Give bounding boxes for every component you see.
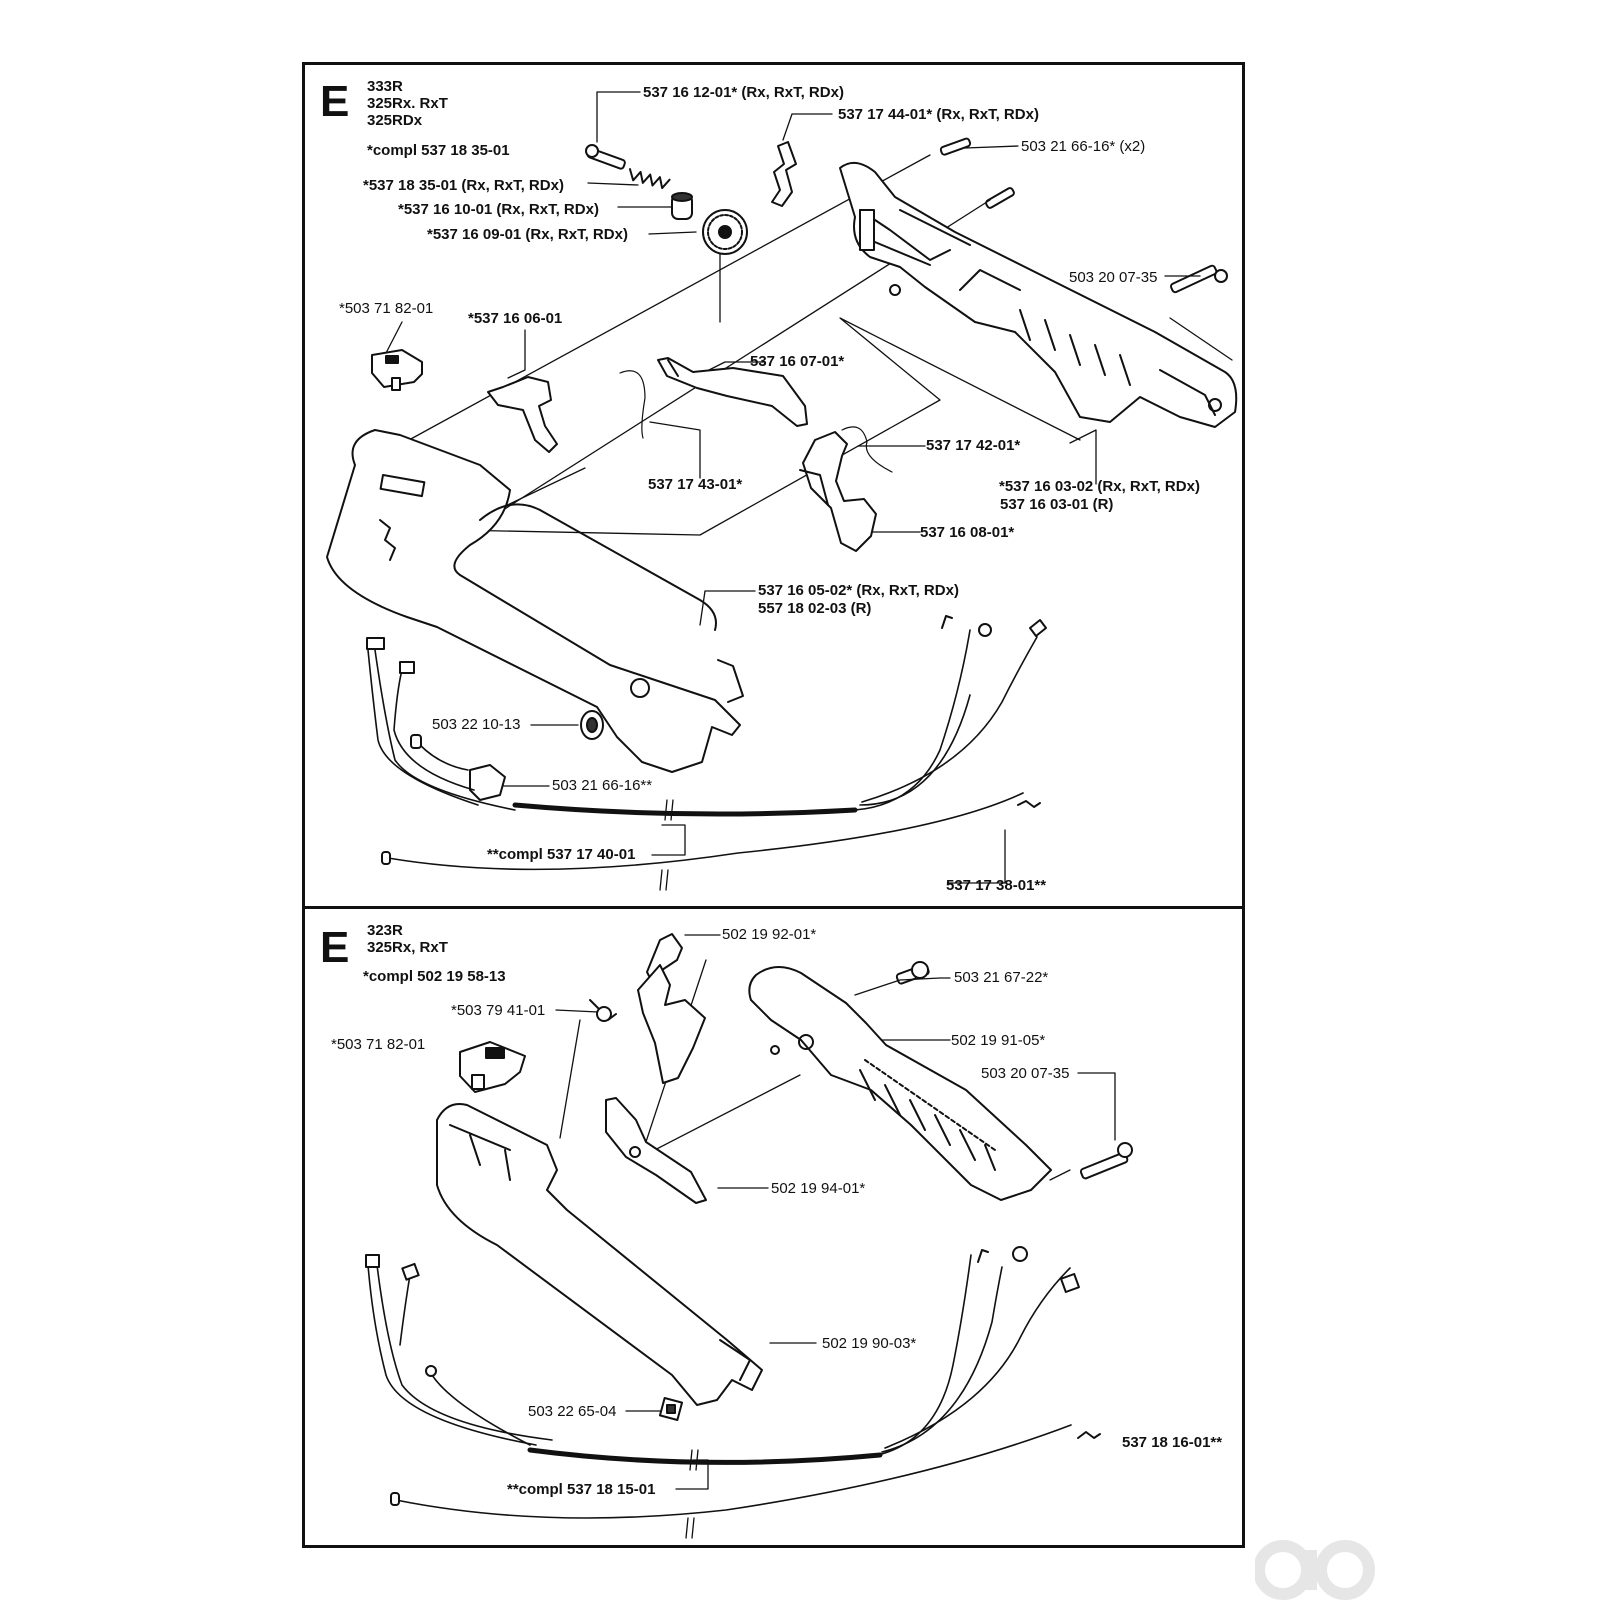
- throttle-part-icon: [605, 1097, 707, 1204]
- watermark-logo: [1255, 1540, 1375, 1600]
- part-label: 537 16 08-01*: [920, 524, 1015, 541]
- part-label: 537 16 05-02* (Rx, RxT, RDx): [758, 582, 959, 599]
- part-label: 537 16 07-01*: [750, 353, 845, 370]
- screw-part-icon: [585, 144, 626, 170]
- bushing-part-icon: [671, 192, 693, 220]
- connector-part-icon: [469, 764, 506, 801]
- section-letter: E: [320, 77, 350, 126]
- screw-part-icon: [1079, 1142, 1133, 1180]
- part-label: *537 16 09-01 (Rx, RxT, RDx): [427, 226, 628, 243]
- handle-housing-part-icon: [748, 966, 1052, 1201]
- lever-part-icon: [487, 376, 558, 453]
- spring-wire-part-icon: [841, 426, 893, 473]
- break-marks: [685, 1449, 699, 1539]
- spring-part-icon: [589, 999, 617, 1022]
- throttle-part-icon: [657, 357, 808, 427]
- part-label: 537 16 12-01* (Rx, RxT, RDx): [643, 84, 844, 101]
- wire-harness-part-icon: [367, 1254, 1072, 1519]
- wire-terminal-part-icon: [366, 615, 1047, 865]
- wire-harness-part-icon: [367, 629, 1038, 871]
- part-label: 537 17 38-01**: [946, 877, 1047, 894]
- part-label: **compl 537 17 40-01: [487, 846, 636, 863]
- part-label: 503 21 67-22*: [954, 969, 1049, 986]
- part-label: *537 16 06-01: [468, 310, 563, 327]
- gear-wheel-part-icon: [702, 209, 748, 255]
- part-label: 557 18 02-03 (R): [758, 600, 872, 617]
- model-list: 333R 325Rx. RxT 325RDx: [367, 78, 448, 129]
- screw-part-icon: [939, 137, 1228, 294]
- compl-note: *compl 537 18 35-01: [367, 142, 510, 159]
- spring-part-icon: [628, 168, 671, 190]
- part-label: *503 71 82-01: [331, 1036, 426, 1053]
- handle-housing-part-icon: [839, 161, 1238, 428]
- part-label: *537 16 03-02 (Rx, RxT, RDx): [999, 478, 1200, 495]
- part-label: 537 17 43-01*: [648, 476, 743, 493]
- wire-terminal-part-icon: [365, 1246, 1101, 1506]
- main-handle-part-icon: [326, 429, 744, 773]
- part-label: 502 19 94-01*: [771, 1180, 866, 1197]
- part-label: 503 21 66-16* (x2): [1021, 138, 1146, 155]
- part-label: *503 79 41-01: [451, 1002, 546, 1019]
- switch-part-icon: [459, 1041, 526, 1093]
- part-label: *537 16 10-01 (Rx, RxT, RDx): [398, 201, 599, 218]
- bushing-part-icon: [580, 710, 604, 740]
- part-label: **compl 537 18 15-01: [507, 1481, 656, 1498]
- trigger-part-icon: [637, 964, 706, 1084]
- part-label: 503 20 07-35: [981, 1065, 1070, 1082]
- part-label: 503 21 66-16**: [552, 777, 653, 794]
- spring-wire-part-icon: [619, 370, 646, 439]
- screw-part-icon: [895, 961, 930, 985]
- part-label: 537 18 16-01**: [1122, 1434, 1223, 1451]
- compl-note: *compl 502 19 58-13: [363, 968, 506, 985]
- leader-lines-bottom: [555, 934, 1116, 1490]
- break-marks: [659, 799, 674, 891]
- nut-part-icon: [658, 1396, 684, 1422]
- part-label: 502 19 91-05*: [951, 1032, 1046, 1049]
- switch-part-icon: [371, 349, 423, 391]
- part-label: 503 22 65-04: [528, 1403, 617, 1420]
- part-label: 502 19 90-03*: [822, 1335, 917, 1352]
- part-label: 537 17 42-01*: [926, 437, 1021, 454]
- clip-part-icon: [771, 141, 797, 207]
- diagram-panel-bottom: [302, 906, 1245, 1548]
- part-label: 537 17 44-01* (Rx, RxT, RDx): [838, 106, 1039, 123]
- trigger-part-icon: [799, 431, 877, 552]
- part-label: *503 71 82-01: [339, 300, 434, 317]
- part-label: 503 22 10-13: [432, 716, 521, 733]
- model-list: 323R 325Rx, RxT: [367, 922, 448, 956]
- part-label: 503 20 07-35: [1069, 269, 1158, 286]
- section-letter: E: [320, 923, 350, 972]
- part-label: *537 18 35-01 (Rx, RxT, RDx): [363, 177, 564, 194]
- part-label: 502 19 92-01*: [722, 926, 817, 943]
- part-label: 537 16 03-01 (R): [1000, 496, 1114, 513]
- main-handle-part-icon: [436, 1103, 763, 1406]
